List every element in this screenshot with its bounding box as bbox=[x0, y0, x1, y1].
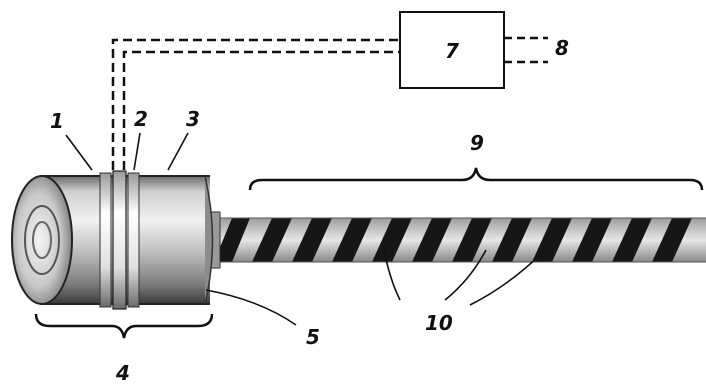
label-1: 1 bbox=[50, 109, 64, 133]
signal-cable bbox=[111, 38, 400, 170]
brace-4 bbox=[34, 313, 214, 339]
label-5: 5 bbox=[306, 325, 320, 349]
label-4: 4 bbox=[115, 361, 130, 385]
label-2: 2 bbox=[134, 107, 148, 131]
output-lines bbox=[504, 36, 548, 64]
controller-box bbox=[399, 11, 505, 89]
sensor-collar bbox=[99, 170, 140, 310]
label-10: 10 bbox=[425, 311, 453, 335]
cylinder-end-face bbox=[11, 175, 73, 305]
label-9: 9 bbox=[470, 131, 484, 155]
brace-9 bbox=[248, 167, 704, 191]
screw-shaft bbox=[212, 217, 706, 263]
label-8: 8 bbox=[555, 36, 569, 60]
label-7: 7 bbox=[445, 39, 459, 63]
screw-flights bbox=[214, 218, 692, 262]
leader-lines bbox=[65, 132, 546, 326]
label-3: 3 bbox=[186, 107, 200, 131]
